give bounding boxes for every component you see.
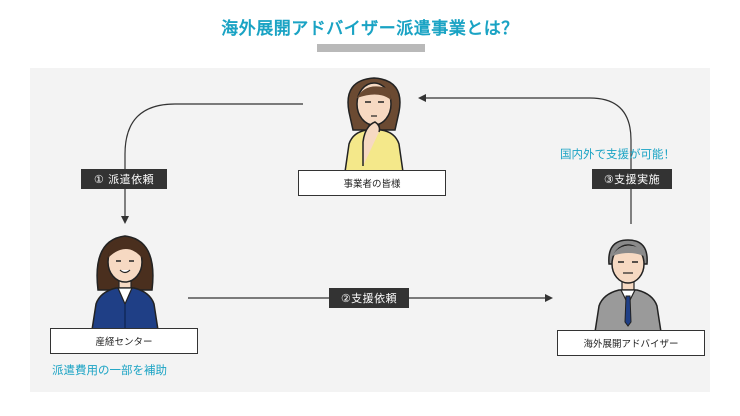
advisor-figure <box>594 239 662 332</box>
title-underline <box>317 44 425 52</box>
step-support-label: ③支援実施 <box>592 169 672 189</box>
advisor-label: 海外展開アドバイザー <box>557 330 705 356</box>
domestic-overseas-note: 国内外で支援が可能！ <box>560 147 675 161</box>
client-figure <box>344 77 404 172</box>
arrow-support <box>418 94 632 224</box>
center-staff-figure <box>91 235 159 330</box>
center-label: 産経センター <box>50 328 198 354</box>
client-label: 事業者の皆様 <box>298 170 446 196</box>
step-request-label: ① 派遣依頼 <box>81 169 167 189</box>
subsidy-note: 派遣費用の一部を補助 <box>52 363 167 377</box>
step-support-request-label: ②支援依頼 <box>329 288 409 308</box>
arrow-request <box>121 103 303 224</box>
page-title: 海外展開アドバイザー派遣事業とは？ <box>221 19 519 39</box>
